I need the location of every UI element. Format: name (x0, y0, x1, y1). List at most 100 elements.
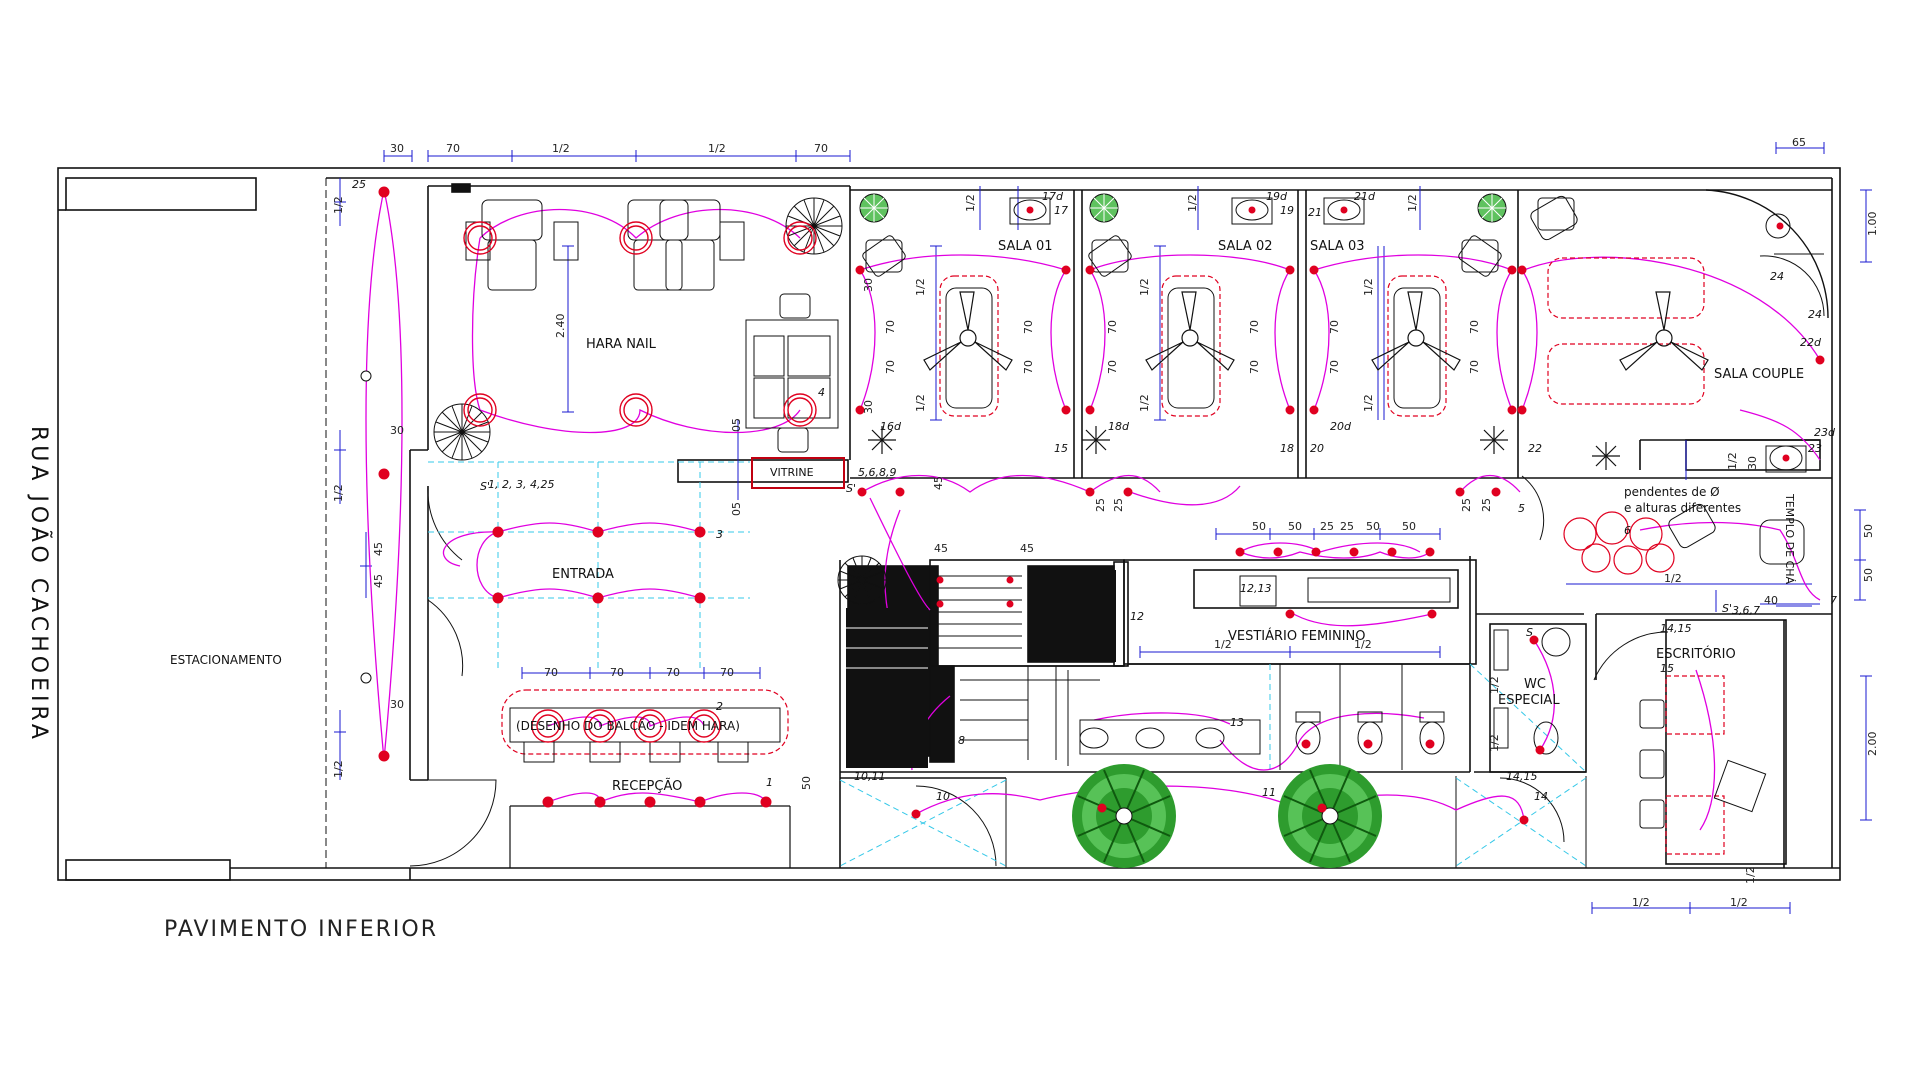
dim-text: 1/2 (1726, 452, 1739, 470)
circuit-label: 17d (1042, 190, 1064, 203)
dim-text: 25 (1460, 498, 1473, 512)
dim-text: 1/2 (1138, 278, 1151, 296)
star-lamps (868, 426, 1620, 470)
circuit-numbers: 25 1, 2, 3, 4,25 3 2 1 4 5,6,8,9 16d 17d… (352, 178, 1837, 803)
balcao-label: (DESENHO DO BALCÃO - IDEM HARA) (516, 718, 740, 733)
templo-label: TEMPLO DE CHÁ (1783, 493, 1796, 585)
room-chairs (862, 235, 1502, 277)
floor-title: PAVIMENTO INFERIOR (164, 917, 438, 942)
circuit-label: 7 (1830, 594, 1837, 607)
dim-text: 50 (1288, 520, 1302, 533)
dim-text: 70 (1248, 360, 1261, 374)
dim-text: 30 (862, 278, 875, 292)
circuit-label: S' (1722, 602, 1732, 615)
door-swings (427, 189, 1829, 867)
dim-text: 25 (1094, 498, 1107, 512)
ceiling-domes (463, 221, 817, 743)
dim-text: 1/2 (1406, 194, 1419, 212)
circuit-label: 18d (1108, 420, 1130, 433)
dim-text: 50 (1402, 520, 1416, 533)
dim-text: 70 (1022, 320, 1035, 334)
circuit-label: 21d (1354, 190, 1376, 203)
pendentes-line1: pendentes de Ø (1624, 485, 1720, 499)
dimension-lines (334, 142, 1872, 914)
dim-text: 30 (390, 142, 404, 155)
escritorio-label: ESCRITÓRIO (1656, 646, 1736, 662)
dim-text: 1/2 (1138, 394, 1151, 412)
dim-text: 25 (1112, 498, 1125, 512)
dim-text: 1/2 (708, 142, 726, 155)
sala-couple-label: SALA COUPLE (1714, 367, 1804, 382)
circuit-label: 19 (1280, 204, 1294, 217)
dim-text: 70 (1106, 320, 1119, 334)
dim-text: 1/2 (1730, 896, 1748, 909)
circuit-label: 14 (1534, 790, 1548, 803)
furniture-outlines (501, 257, 1725, 855)
vestiario-label: VESTIÁRIO FEMININO (1228, 628, 1366, 644)
dim-text: 1/2 (332, 196, 345, 214)
circuit-label: 5 (1518, 502, 1525, 515)
circuit-label: 1 (766, 776, 773, 789)
circuit-label: 10 (936, 790, 950, 803)
dim-text: 70 (1022, 360, 1035, 374)
circuit-label: 25 (352, 178, 366, 191)
building-walls (57, 167, 1841, 881)
dim-text: 05 (730, 418, 743, 432)
circuit-label: 22d (1800, 336, 1822, 349)
circuit-label: 13 (1230, 716, 1244, 729)
dim-text: 30 (862, 400, 875, 414)
circuit-label: 3 (716, 528, 723, 541)
especial-label: ESPECIAL (1498, 693, 1560, 708)
circuit-label: 23d (1814, 426, 1836, 439)
dim-text: 70 (720, 666, 734, 679)
wall-outlets (360, 370, 372, 684)
circuit-label: 24 (1808, 308, 1822, 321)
dim-text: 70 (1468, 360, 1481, 374)
dim-text: 70 (666, 666, 680, 679)
dim-text: 70 (446, 142, 460, 155)
street-label-group: RUA JOÃO CACHOEIRA (26, 426, 53, 743)
dim-text: 1/2 (1186, 194, 1199, 212)
circuit-label: 4 (818, 386, 825, 399)
dim-text: 45 (1020, 542, 1034, 555)
circuit-label: 12,13 (1240, 582, 1272, 595)
dim-text: 1/2 (332, 760, 345, 778)
guide-grid (428, 461, 1587, 867)
circuit-label: 2 (716, 700, 723, 713)
dim-text: 70 (1468, 320, 1481, 334)
hara-nail-label: HARA NAIL (586, 337, 657, 352)
dim-text: 1/2 (552, 142, 570, 155)
circuit-label: 24 (1770, 270, 1784, 283)
circuit-label: 14,15 (1506, 770, 1538, 783)
circuit-label: 18 (1280, 442, 1294, 455)
circuit-label: 21 (1308, 206, 1322, 219)
dim-text: 25 (1320, 520, 1334, 533)
garden-trees (1072, 764, 1382, 868)
dim-text: 70 (814, 142, 828, 155)
palm-plants (433, 197, 887, 605)
vitrine-label: VITRINE (770, 466, 814, 479)
circuit-label: 22 (1528, 442, 1542, 455)
dim-text: 70 (610, 666, 624, 679)
dim-text: 70 (1328, 320, 1341, 334)
circuit-label: 6 (1624, 524, 1631, 537)
circuit-label: 8 (958, 734, 965, 747)
pendant-lamps (1563, 511, 1675, 575)
circuit-label: 14,15 (1660, 622, 1692, 635)
dim-text: 45 (932, 476, 945, 490)
dim-text: 1/2 (332, 484, 345, 502)
dim-text: 50 (1862, 568, 1875, 582)
dim-text: 40 (1764, 594, 1778, 607)
dim-text: 70 (1328, 360, 1341, 374)
stair-steps-white (846, 627, 928, 669)
circuit-label: 19d (1266, 190, 1288, 203)
dim-text: 2.40 (554, 314, 567, 339)
circuit-label: 12 (1130, 610, 1144, 623)
dim-text: 70 (884, 320, 897, 334)
light-fixtures (378, 186, 1825, 825)
circuit-label: S' (846, 482, 856, 495)
circuit-label: 15 (1660, 662, 1674, 675)
dim-text: 1/2 (1664, 572, 1682, 585)
dim-text: 2.00 (1866, 732, 1879, 757)
